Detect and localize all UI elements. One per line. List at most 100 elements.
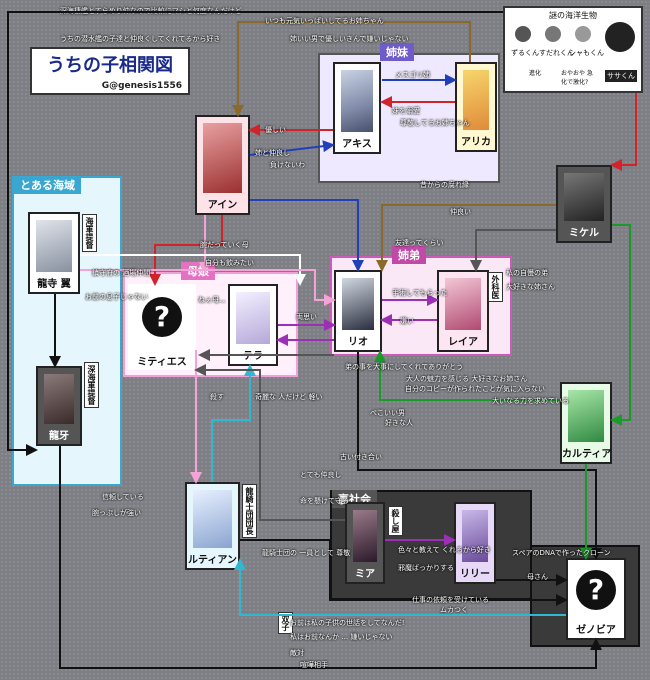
name-akis: アキス [342, 139, 372, 150]
unknown-icon: ? [142, 296, 182, 337]
rel-label: 大いなる力を求めている [492, 397, 569, 405]
card-ryuji[interactable]: 龍寺 翼 [28, 212, 80, 294]
rel-label: 仕事の依頼を受けている [412, 596, 489, 604]
rel-label: いつも元気いっぱいしてるお姉ちゃん [265, 17, 384, 25]
rel-label: 信頼している [102, 493, 144, 501]
name-kartia: カルティア [562, 449, 612, 460]
portrait-ryuji [36, 220, 72, 272]
rel-label: 母さん [527, 573, 548, 581]
chart-title: うちの子相関図 [47, 55, 173, 76]
creature-icon-2 [545, 26, 561, 42]
mystery-item-3: シャもくん [569, 49, 604, 57]
rel-label: 殺す [210, 393, 224, 401]
portrait-ain [203, 123, 242, 193]
tag-deep-admiral: 深海軍提督 [84, 362, 99, 408]
portrait-mia [353, 510, 377, 562]
portrait-akis [341, 70, 373, 132]
name-tera: テラ [243, 351, 263, 362]
tag-assassin: 殺し屋 [388, 506, 403, 536]
group-siblings-title: 姉弟 [392, 246, 426, 264]
title-panel: うちの子相関図 G@genesis1556 [30, 47, 190, 95]
name-rutian: ルティアン [188, 555, 237, 566]
name-rio: リオ [348, 337, 368, 348]
portrait-reia [445, 278, 481, 330]
name-mikel: ミケル [569, 228, 599, 239]
name-ryuga: 龍牙 [49, 431, 69, 442]
portrait-kartia [568, 390, 604, 442]
creature-icon-4 [605, 22, 635, 52]
rel-label: 大好きな姉さん [506, 283, 555, 291]
rel-label: 大人の魅力を感じる 大好きなお姉さん [406, 375, 528, 383]
rel-label: 仲良い [450, 208, 471, 216]
card-lily[interactable]: リリー [454, 502, 496, 584]
rel-label: 昔からの腐れ縁 [420, 181, 469, 189]
rel-label: 鎮守府の 酒場仲間 [92, 269, 151, 277]
rel-label: 奇麗な 人だけど 軽い [255, 393, 323, 401]
line-mikel-kartia [610, 224, 631, 426]
rel-label: 自分のコピーが作られたことが気に入らない [405, 385, 545, 393]
rel-label: 負けないわ [270, 161, 305, 169]
creature-icon-1 [515, 26, 531, 42]
name-reia: レイア [448, 337, 478, 348]
rel-label: 命を懸けて守る [300, 497, 349, 505]
mystery-item-1: ずるくん [511, 49, 539, 57]
card-kartia[interactable]: カルティア [560, 382, 612, 464]
rel-label: ぺこいい男 [370, 409, 405, 417]
card-rutian[interactable]: ルティアン [185, 482, 240, 570]
card-zenovia[interactable]: ? ゼノビア [566, 558, 626, 640]
group-sea-title: とある海域 [14, 176, 81, 194]
name-ryuji: 龍寺 翼 [37, 279, 71, 290]
rel-label: 好きな人 [385, 419, 413, 427]
card-arika[interactable]: アリカ [455, 62, 497, 152]
rel-label: 姉いい男で優しいきんで嫌いじゃない [290, 35, 409, 43]
rel-label: とても仲良し [300, 471, 342, 479]
mystery-item-2: すだれくん [539, 49, 574, 57]
tag-knight-captain: 龍騎士団団長 [242, 484, 257, 538]
rel-label: 尊敬してるお姉ちゃん [400, 119, 470, 127]
card-mia[interactable]: ミア [345, 502, 385, 584]
portrait-mikel [564, 173, 604, 221]
rel-label: 龍騎士団の 一員として 尊敬 [262, 549, 351, 557]
credit: G@genesis1556 [101, 81, 182, 91]
rel-label: 自分も飲みたい [205, 259, 254, 267]
rel-label: 邪魔ばっかりする [398, 564, 454, 572]
line-rutian-tera [211, 364, 256, 482]
mystery-flow-2: おやおや 急化で激化? [561, 70, 593, 86]
card-mikel[interactable]: ミケル [556, 165, 612, 243]
card-ain[interactable]: アイン [195, 115, 250, 215]
rel-label: 私の自慢の弟 [506, 269, 548, 277]
rel-label: 色々と教えて くれるから好き [398, 546, 491, 554]
mystery-flow-1: 進化 [529, 70, 542, 77]
group-mystery-title: 謎の海洋生物 [549, 11, 597, 20]
rel-label: 優しい [265, 126, 286, 134]
rel-label: 嫌い [400, 317, 414, 325]
name-lily: リリー [460, 569, 490, 580]
portrait-ryuga [44, 374, 74, 424]
name-mitiez: ミティエス [137, 357, 187, 368]
rel-label: 喧嘩相手 [300, 661, 328, 669]
portrait-tera [236, 292, 270, 344]
card-akis[interactable]: アキス [333, 62, 381, 154]
rel-label: ムカつく [440, 606, 468, 614]
card-rio[interactable]: リオ [334, 270, 382, 352]
group-mystery: 謎の海洋生物 ずるくん すだれくん シャもくん ササくん 進化 おやおや 急化で… [503, 6, 643, 93]
rel-label: 妹を溺愛 [392, 107, 420, 115]
top-note-2: うちの潜水艦の子達と仲良くしてくれてるから好き [60, 35, 221, 43]
rel-label: 私はお前なんか … 嫌いじゃない [290, 633, 393, 641]
card-reia[interactable]: レイア [437, 270, 489, 352]
rel-label: 弟の事を大事にしてくれてありがとう [345, 363, 464, 371]
group-sisters-title: 姉妹 [380, 43, 414, 61]
creature-icon-3 [575, 26, 591, 42]
portrait-rio [342, 278, 374, 330]
rel-label: 腕だっていく母 [200, 241, 249, 249]
card-ryuga[interactable]: 龍牙 [36, 366, 82, 446]
line-mystery-mikel [610, 93, 637, 171]
name-ain: アイン [207, 200, 238, 211]
mystery-item-4: ササくん [605, 70, 637, 82]
rel-label: 姉と仲良し [255, 149, 290, 157]
rel-label: 古い付き合い [340, 453, 382, 461]
rel-label: お前は私の子供の世話をしてなんだ! [290, 619, 405, 627]
name-mia: ミア [355, 569, 375, 580]
card-tera[interactable]: テラ [228, 284, 278, 366]
